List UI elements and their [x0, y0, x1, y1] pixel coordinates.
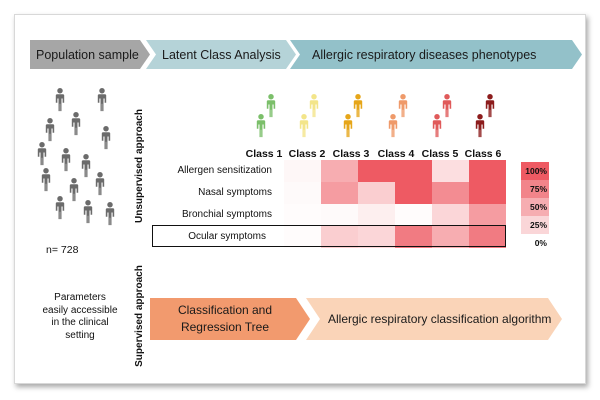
- class-label-2: Class 2: [288, 148, 326, 160]
- heatmap-cell: [432, 204, 470, 227]
- heatmap-cell: [321, 204, 359, 227]
- population-person-icon: [37, 142, 47, 166]
- row-label-allergen-sensitization: Allergen sensitization: [177, 165, 273, 176]
- heatmap-cell: [358, 204, 396, 227]
- population-person-icon: [101, 126, 111, 150]
- class-4-person-icon-back: [398, 94, 408, 118]
- intensity-legend: 100% 75% 50% 25% 0%: [521, 162, 549, 252]
- population-count: n= 728: [46, 244, 79, 256]
- class-3-person-icon-back: [353, 94, 363, 118]
- heatmap-cell: [469, 204, 506, 227]
- population-people-icons: [37, 88, 115, 226]
- heatmap-row-labels: Allergen sensitization Nasal symptoms Br…: [140, 160, 276, 250]
- algorithm-label: Allergic respiratory classification algo…: [328, 312, 552, 326]
- class-label-5: Class 5: [421, 148, 459, 160]
- legend-25: 25%: [521, 216, 549, 234]
- population-person-icon: [41, 168, 51, 192]
- class-5-person-icon-back: [442, 94, 452, 118]
- population-person-icon: [61, 148, 71, 172]
- banner-population-sample: Population sample: [30, 40, 150, 69]
- params-line-3: in the clinical: [51, 317, 109, 328]
- params-line-4: setting: [65, 329, 95, 341]
- heatmap-cell: [432, 182, 470, 205]
- class-figure-icons: [256, 94, 495, 138]
- legend-0: 0%: [521, 234, 549, 252]
- population-person-icon: [55, 196, 65, 220]
- heatmap-cell: [395, 204, 433, 227]
- parameters-text: Parameters easily accessible in the clin…: [30, 292, 130, 342]
- cart-line-1: Classification and: [177, 303, 273, 317]
- heatmap-cell: [469, 182, 506, 205]
- legend-75: 75%: [521, 180, 549, 198]
- heatmap-cell: [358, 160, 396, 183]
- row-label-ocular-symptoms: Ocular symptoms: [188, 231, 266, 242]
- heatmap-cell: [284, 160, 322, 183]
- class-3-person-icon-front: [343, 114, 353, 138]
- heatmap-cell: [321, 226, 359, 248]
- heatmap-cell: [284, 182, 322, 205]
- class-5-person-icon-front: [432, 114, 442, 138]
- class-6-person-icon-front: [475, 114, 485, 138]
- ocular-row-highlight-box: [152, 225, 506, 247]
- class-label-1: Class 1: [245, 148, 283, 160]
- cart-arrow: Classification and Regression Tree: [150, 298, 310, 340]
- class-label-3: Class 3: [332, 148, 370, 160]
- heatmap-cell: [469, 160, 506, 183]
- banner-population-label: Population sample: [36, 47, 139, 62]
- class-2-person-icon-front: [299, 114, 309, 138]
- population-person-icon: [81, 154, 91, 178]
- class-label-6: Class 6: [464, 148, 502, 160]
- heatmap-cell: [284, 204, 322, 227]
- heatmap-cell: [321, 182, 359, 205]
- population-person-icon: [45, 118, 55, 142]
- supervised-approach-label: Supervised approach: [134, 265, 145, 367]
- cart-line-2: Regression Tree: [180, 320, 270, 334]
- class-label-4: Class 4: [377, 148, 415, 160]
- params-line-1: Parameters: [54, 292, 106, 303]
- population-person-icon: [97, 88, 107, 112]
- heatmap-cell: [321, 160, 359, 183]
- population-person-icon: [55, 88, 65, 112]
- heatmap-cell: [395, 226, 433, 248]
- population-person-icon: [71, 112, 81, 136]
- heatmap-cell: [432, 226, 470, 248]
- heatmap-cell: [358, 182, 396, 205]
- population-person-icon: [105, 202, 115, 226]
- heatmap-cell: [284, 226, 322, 248]
- population-person-icon: [95, 172, 105, 196]
- banner-phenotypes-label: Allergic respiratory diseases phenotypes: [312, 47, 537, 62]
- banner-latent-class-analysis: Latent Class Analysis: [146, 40, 296, 69]
- population-person-icon: [83, 200, 93, 224]
- heatmap-grid: [284, 160, 506, 248]
- params-line-2: easily accessible: [42, 304, 118, 316]
- class-1-person-icon-front: [256, 114, 266, 138]
- heatmap-cell: [432, 160, 470, 183]
- legend-50: 50%: [521, 198, 549, 216]
- population-person-icon: [69, 178, 79, 202]
- banner-phenotypes: Allergic respiratory diseases phenotypes: [290, 40, 582, 69]
- class-2-person-icon-back: [309, 94, 319, 118]
- heatmap-cell: [395, 160, 433, 183]
- algorithm-arrow: Allergic respiratory classification algo…: [306, 298, 562, 340]
- row-label-bronchial-symptoms: Bronchial symptoms: [181, 209, 272, 220]
- legend-100: 100%: [521, 162, 549, 180]
- row-label-nasal-symptoms: Nasal symptoms: [198, 187, 272, 198]
- class-6-person-icon-back: [485, 94, 495, 118]
- heatmap-cell: [358, 226, 396, 248]
- heatmap-cell: [395, 182, 433, 205]
- banner-lca-label: Latent Class Analysis: [162, 47, 281, 62]
- class-1-person-icon-back: [266, 94, 276, 118]
- class-4-person-icon-front: [388, 114, 398, 138]
- heatmap-cell: [469, 226, 506, 248]
